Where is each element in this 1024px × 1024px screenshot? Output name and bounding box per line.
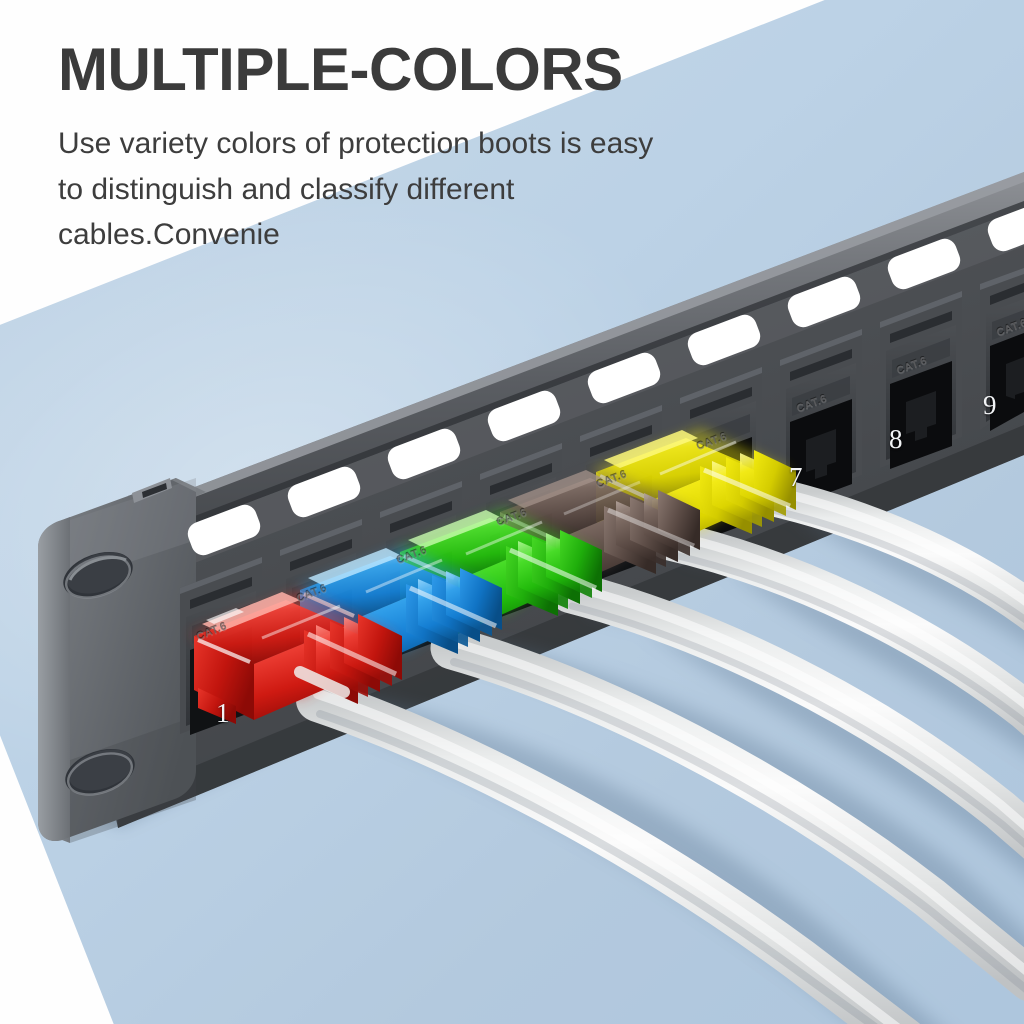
subtitle-line-3: cables.Convenie [58,218,280,252]
subtitle-line-1: Use variety colors of protection boots i… [58,127,654,161]
page-subtitle: Use variety colors of protection boots i… [58,121,818,258]
page-title: MULTIPLE-COLORS [58,36,623,103]
subtitle-line-2: to distinguish and classify different [58,172,515,206]
text-block: MULTIPLE-COLORS Use variety colors of pr… [58,36,858,258]
